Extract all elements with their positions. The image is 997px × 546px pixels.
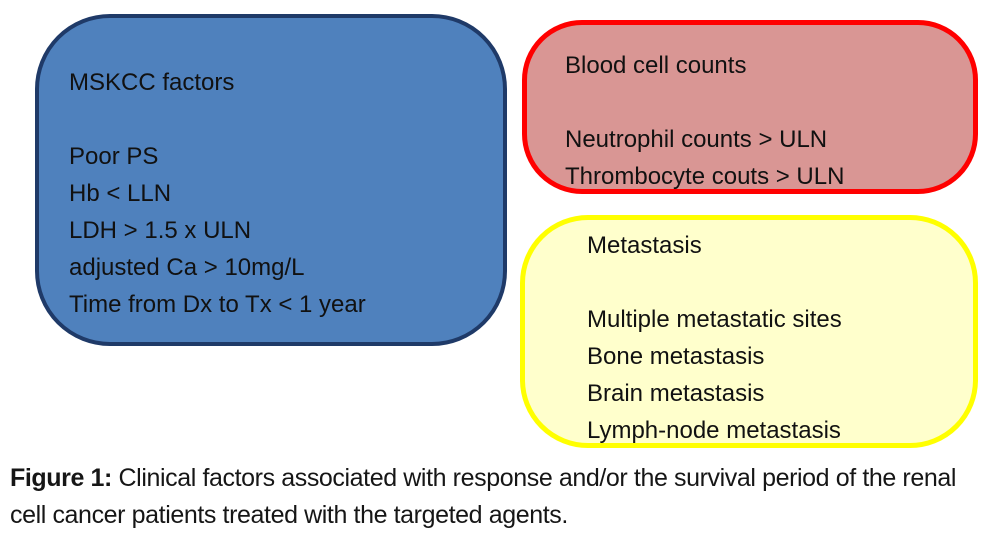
blood-cell-count-item: Neutrophil counts > ULN [565, 126, 828, 153]
figure-caption: Figure 1: Clinical factors associated wi… [10, 460, 992, 534]
metastasis-item: Lymph-node metastasis [587, 417, 841, 444]
metastasis-item: Brain metastasis [587, 380, 765, 407]
metastasis-item: Bone metastasis [587, 343, 765, 370]
mskcc-factor-item: Time from Dx to Tx < 1 year [69, 291, 366, 318]
metastasis-title: Metastasis [587, 232, 702, 259]
blood-cell-counts-title: Blood cell counts [565, 52, 747, 79]
mskcc-factor-item: Hb < LLN [69, 180, 172, 207]
blood-cell-count-item: Thrombocyte couts > ULN [565, 163, 845, 190]
mskcc-factors-title: MSKCC factors [69, 69, 235, 96]
metastasis-item: Multiple metastatic sites [587, 306, 842, 333]
figure-caption-text: Clinical factors associated with respons… [10, 464, 957, 529]
blood-cell-counts-box: Blood cell counts Neutrophil counts > UL… [522, 20, 978, 194]
mskcc-factor-item: LDH > 1.5 x ULN [69, 217, 252, 244]
mskcc-factor-item: adjusted Ca > 10mg/L [69, 254, 305, 281]
metastasis-box: Metastasis Multiple metastatic sites Bon… [520, 215, 978, 448]
mskcc-factor-item: Poor PS [69, 143, 159, 170]
mskcc-factors-box: MSKCC factors Poor PS Hb < LLN LDH > 1.5… [35, 14, 507, 346]
figure-caption-label: Figure 1: [10, 464, 112, 492]
